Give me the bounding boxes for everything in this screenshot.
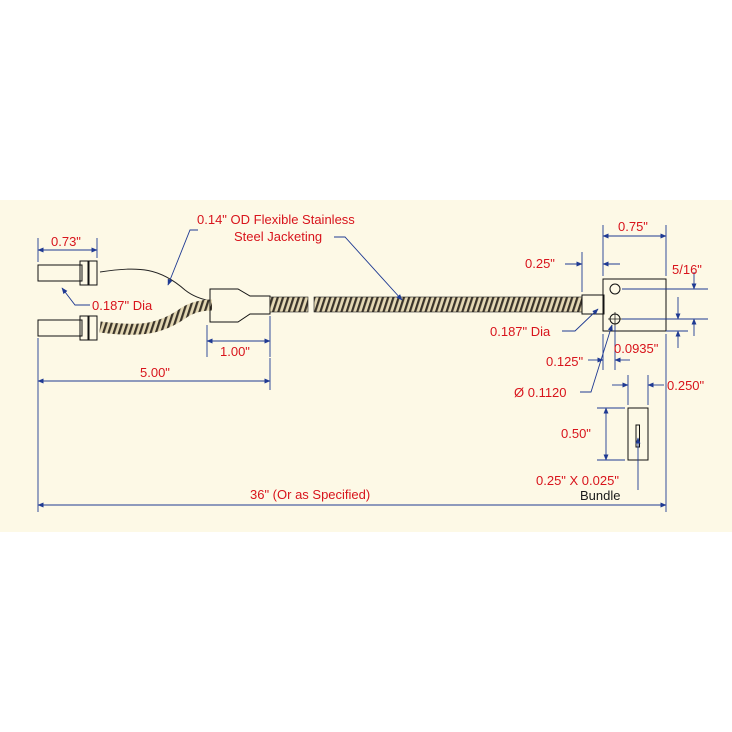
drawing-panel — [0, 200, 732, 532]
main-hose-left — [269, 296, 309, 313]
split-legs — [99, 268, 213, 335]
label-head-offset: 0.25" — [525, 256, 555, 271]
lower-leg-hose — [99, 299, 213, 335]
dim-head-offset — [565, 252, 620, 292]
main-hose-right — [313, 296, 583, 313]
breakout-ferrule — [209, 288, 271, 323]
upper-tip — [37, 260, 98, 286]
dim-hole-offset — [588, 326, 630, 370]
label-bundle-size: 0.25" X 0.025" — [536, 473, 619, 488]
head-block — [602, 278, 667, 332]
upper-mount-hole — [609, 283, 621, 295]
lower-tip — [37, 315, 98, 341]
label-tip-dia: 0.187" Dia — [92, 298, 153, 313]
label-split-length: 5.00" — [140, 365, 170, 380]
label-hole-offset: 0.125" — [546, 354, 584, 369]
dim-tip-length — [37, 238, 98, 262]
dim-split-length — [37, 338, 271, 512]
label-head-height: 5/16" — [672, 262, 702, 277]
dim-head-height — [622, 272, 708, 336]
label-hole-spacing: 0.0935" — [614, 341, 659, 356]
label-head-width: 0.75" — [618, 219, 648, 234]
label-bundle-height: 0.50" — [561, 426, 591, 441]
upper-leg-hose — [99, 268, 213, 302]
label-hole-dia: Ø 0.1120 — [514, 385, 567, 400]
label-tip-length: 0.73" — [51, 234, 81, 249]
label-common-dia: 0.187" Dia — [490, 324, 551, 339]
label-ferrule-length: 1.00" — [220, 344, 250, 359]
dim-overall-length — [37, 334, 667, 512]
label-overall-length: 36" (Or as Specified) — [250, 487, 370, 502]
label-jacket-line2: Steel Jacketing — [234, 229, 322, 244]
label-bundle-width: 0.250" — [667, 378, 705, 393]
dim-hole-spacing — [666, 297, 688, 348]
dim-head-width — [602, 225, 667, 276]
dim-bundle-width — [612, 375, 664, 405]
label-bundle-word: Bundle — [580, 488, 620, 503]
dim-bundle-height — [597, 407, 625, 461]
dim-ferrule-length — [206, 316, 271, 357]
label-jacket-line1: 0.14" OD Flexible Stainless — [197, 212, 355, 227]
